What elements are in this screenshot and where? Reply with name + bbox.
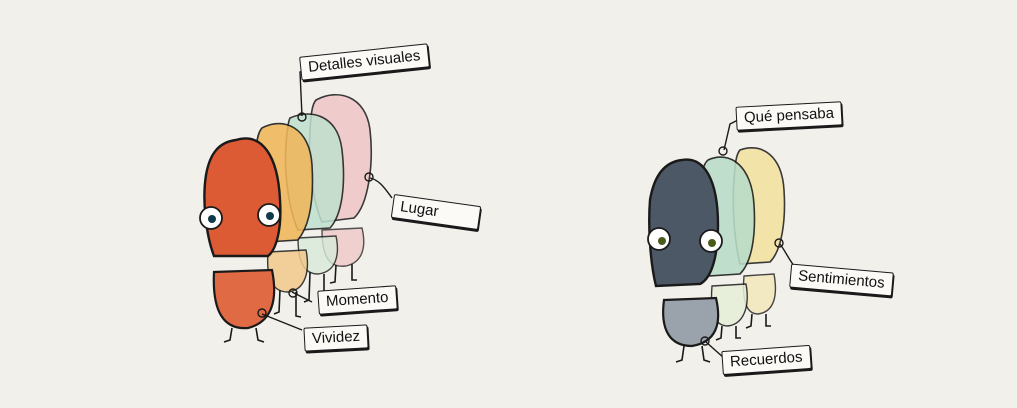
- dim-left-pupil: [658, 237, 666, 245]
- gray-front-body: [662, 296, 720, 348]
- slate-front-head: [648, 158, 720, 288]
- red-front-body: [212, 268, 276, 330]
- vivid-memory-figure: [199, 69, 393, 343]
- right-pupil: [266, 212, 274, 220]
- red-front-head: [203, 137, 282, 258]
- dim-eyes: [647, 227, 723, 253]
- left-pupil: [208, 215, 216, 223]
- dim-right-pupil: [708, 239, 716, 247]
- dim-legs: [675, 313, 771, 363]
- vivid-eyes: [199, 203, 281, 230]
- dim-memory-figure: [647, 119, 797, 363]
- label-vividez: Vividez: [303, 324, 369, 352]
- yellow-layer-body: [742, 273, 777, 315]
